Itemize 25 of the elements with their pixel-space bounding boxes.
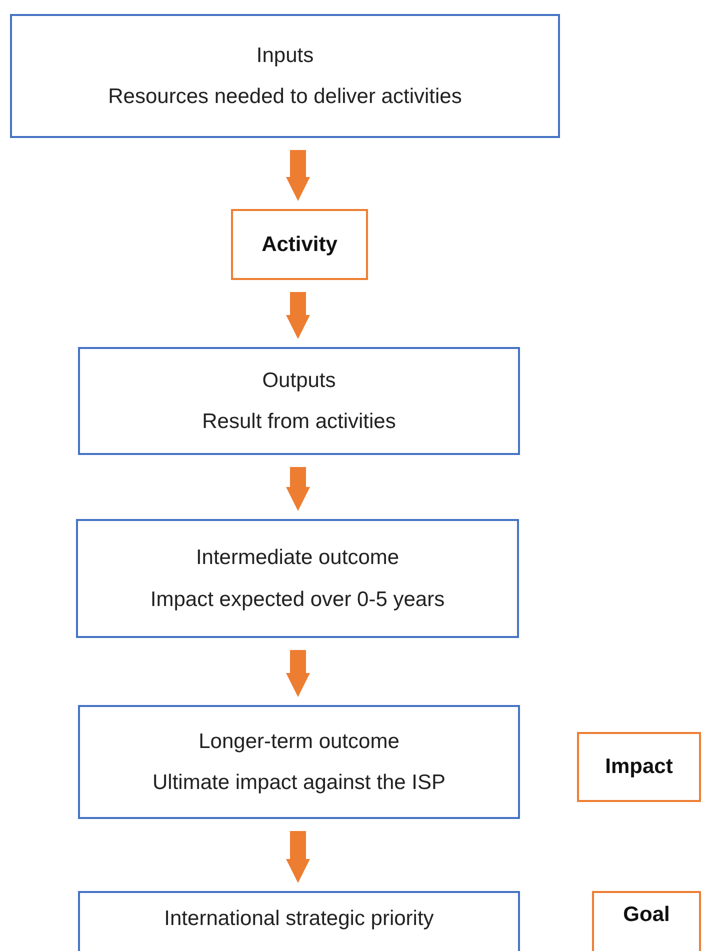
box-description: Result from activities xyxy=(202,410,396,434)
box-title: Impact xyxy=(605,755,673,779)
process-box xyxy=(10,14,560,138)
label-box xyxy=(231,209,368,280)
label-box xyxy=(577,732,701,802)
process-box xyxy=(76,519,519,638)
box-title: Intermediate outcome xyxy=(196,546,400,570)
arrow xyxy=(286,650,310,697)
arrow xyxy=(286,467,310,511)
box-description: Impact expected over 0-5 years xyxy=(150,588,445,611)
box-title: Inputs xyxy=(256,44,314,67)
arrow xyxy=(286,831,310,883)
box-description: Resources needed to deliver activities xyxy=(108,85,462,108)
label-box xyxy=(592,891,701,951)
process-box xyxy=(78,347,520,455)
box-title: Goal xyxy=(623,903,670,926)
process-box xyxy=(78,705,520,819)
arrow xyxy=(286,150,310,201)
box-title: International strategic priority xyxy=(164,907,434,930)
box-title: Outputs xyxy=(262,368,336,392)
box-title: Longer-term outcome xyxy=(198,730,400,753)
arrow xyxy=(286,292,310,339)
box-description: Ultimate impact against the ISP xyxy=(152,771,446,794)
process-box xyxy=(78,891,520,951)
box-title: Activity xyxy=(262,232,338,256)
